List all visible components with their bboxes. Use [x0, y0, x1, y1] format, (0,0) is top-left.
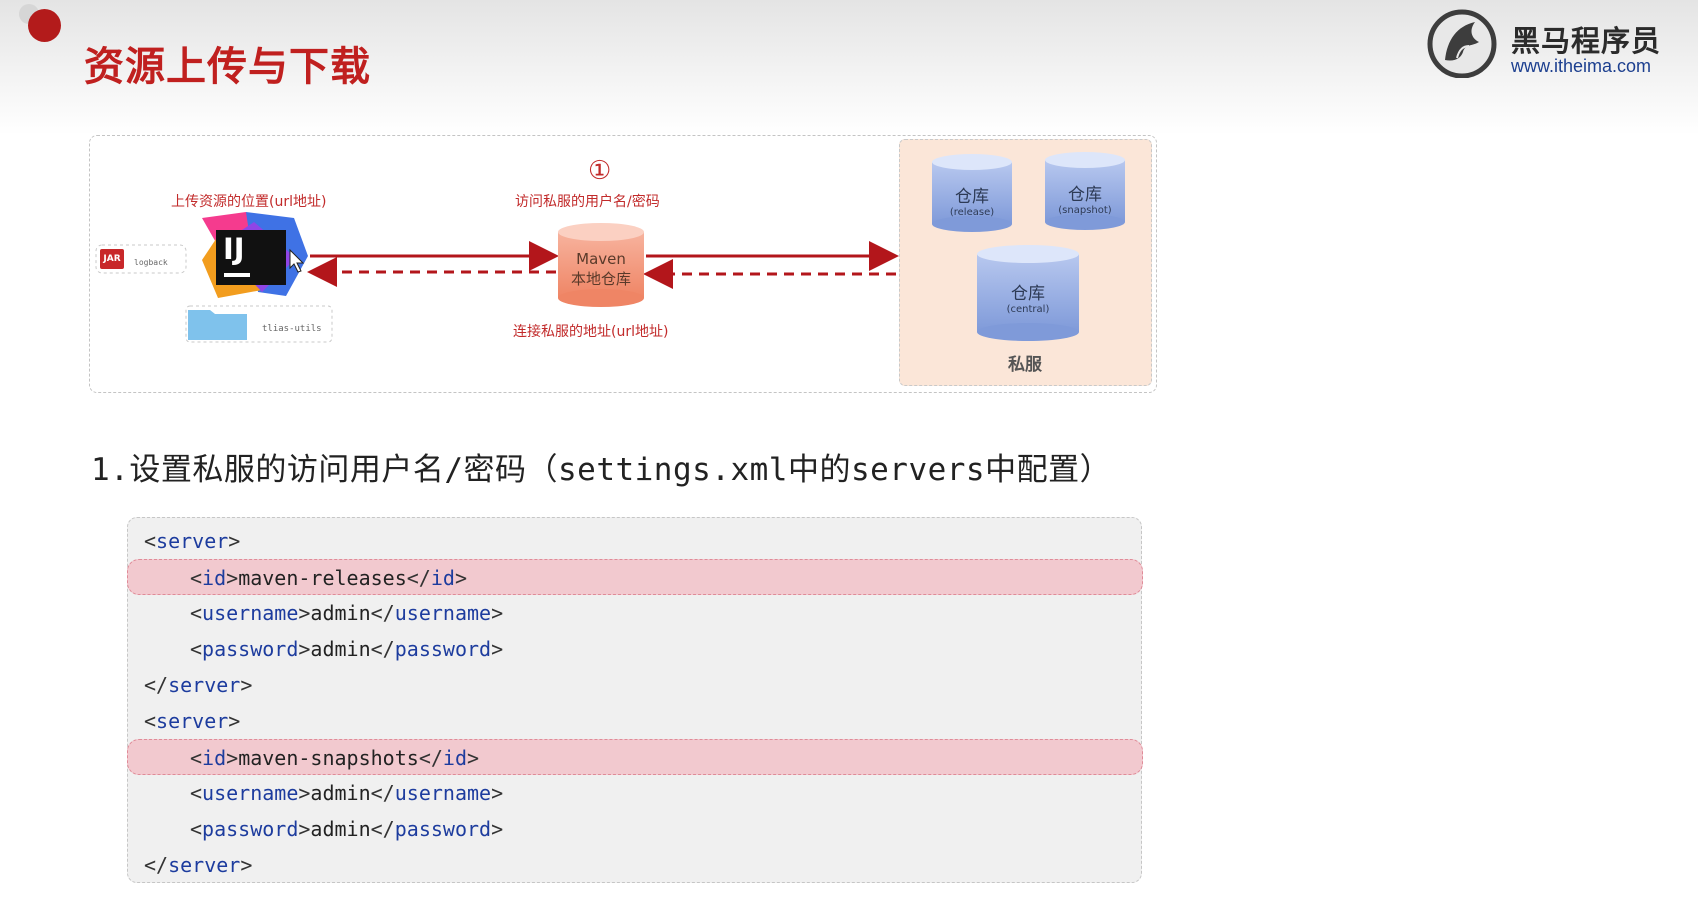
intellij-logo-icon — [202, 212, 308, 298]
upload-download-diagram — [89, 135, 1157, 393]
xml-tag-name: password — [394, 637, 492, 661]
code-line: <username>admin</username> — [190, 781, 504, 805]
repo-central-name: 仓库 — [1011, 284, 1045, 304]
xml-value: maven-releases — [238, 566, 407, 590]
xml-value: admin — [310, 637, 371, 661]
title-bullet-dot — [28, 9, 61, 42]
xml-tag-name: username — [202, 781, 299, 805]
xml-tag-name: server — [156, 709, 229, 733]
brand-url: www.itheima.com — [1511, 56, 1652, 76]
repo-central-type: (central) — [1006, 304, 1050, 315]
connect-address-label: 连接私服的地址(url地址) — [513, 324, 669, 340]
jar-file-icon — [100, 249, 124, 269]
repo-snapshot-cylinder — [1045, 152, 1125, 230]
upload-location-label: 上传资源的位置(url地址) — [171, 194, 327, 210]
xml-value: maven-snapshots — [238, 746, 419, 770]
code-line: <password>admin</password> — [190, 637, 504, 661]
repo-release-label: 仓库 (release) — [932, 182, 1012, 218]
code-line: </server> — [144, 673, 253, 697]
jar-file-name: logback — [134, 258, 168, 267]
repo-central-label: 仓库 (central) — [977, 279, 1079, 315]
repo-snapshot-label: 仓库 (snapshot) — [1045, 180, 1125, 216]
ide-logo-text: IJ — [223, 232, 245, 266]
step-heading: 1.设置私服的访问用户名/密码（settings.xml中的servers中配置… — [91, 452, 1112, 488]
code-line: <password>admin</password> — [190, 817, 504, 841]
horse-logo-icon — [1427, 9, 1497, 78]
xml-tag-name: id — [202, 746, 227, 770]
xml-value: admin — [310, 601, 371, 625]
xml-value: admin — [310, 781, 371, 805]
private-server-label: 私服 — [1008, 355, 1042, 375]
credentials-label: 访问私服的用户名/密码 — [515, 194, 660, 210]
xml-tag-name: id — [442, 746, 467, 770]
maven-local-repo-cylinder — [558, 223, 644, 307]
xml-tag-name: id — [430, 566, 455, 590]
repo-release-type: (release) — [949, 207, 995, 218]
step-number-label: ① — [588, 156, 612, 186]
header-band — [0, 0, 1698, 135]
repo-snapshot-name: 仓库 — [1068, 185, 1102, 205]
xml-tag-name: username — [394, 781, 492, 805]
code-block: <server> <id>maven-releases</id> <username… — [127, 517, 1143, 883]
code-line-highlighted: <id>maven-releases</id> — [127, 559, 1143, 595]
xml-tag-name: server — [168, 673, 241, 697]
xml-tag-name: server — [168, 853, 241, 877]
xml-tag-name: id — [202, 566, 227, 590]
code-line: <server> — [144, 709, 241, 733]
xml-tag-name: server — [156, 529, 229, 553]
xml-tag-name: username — [202, 601, 299, 625]
mouse-cursor-icon — [289, 248, 305, 273]
repo-snapshot-type: (snapshot) — [1058, 205, 1112, 216]
repo-release-cylinder — [932, 154, 1012, 232]
xml-tag-name: password — [202, 637, 299, 661]
xml-tag-name: password — [202, 817, 299, 841]
xml-tag-name: username — [394, 601, 492, 625]
folder-icon — [188, 310, 247, 340]
code-line: <server> — [144, 529, 241, 553]
brand: 黑马程序员 www.itheima.com — [1425, 6, 1690, 78]
code-line: <username>admin</username> — [190, 601, 504, 625]
maven-label-line1: Maven — [576, 250, 626, 268]
xml-tag-name: password — [394, 817, 492, 841]
jar-file-label: JAR — [103, 254, 121, 264]
slide-title: 资源上传与下载 — [84, 44, 371, 90]
code-line: </server> — [144, 853, 253, 877]
repo-central-cylinder — [977, 245, 1079, 341]
maven-local-repo-label: Maven 本地仓库 — [558, 249, 644, 289]
maven-label-line2: 本地仓库 — [570, 270, 631, 288]
brand-name: 黑马程序员 — [1511, 24, 1662, 58]
code-line-highlighted: <id>maven-snapshots</id> — [127, 739, 1143, 775]
folder-name: tlias-utils — [262, 324, 322, 334]
xml-value: admin — [310, 817, 371, 841]
repo-release-name: 仓库 — [955, 187, 989, 207]
